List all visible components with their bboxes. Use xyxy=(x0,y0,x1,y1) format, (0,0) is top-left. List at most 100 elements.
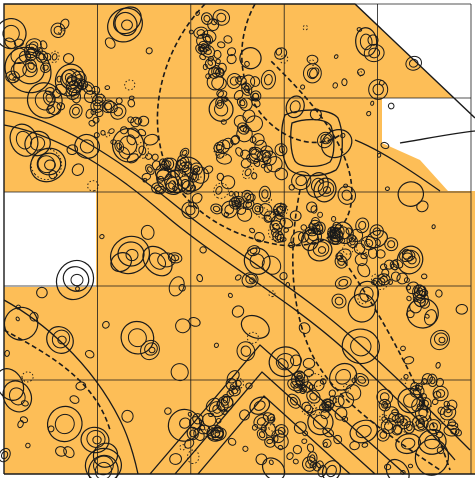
pit-outline xyxy=(93,132,100,139)
pit-outline xyxy=(188,317,201,327)
pit-outline xyxy=(246,193,256,203)
pit-outline xyxy=(277,358,289,370)
pit-outline xyxy=(406,295,412,302)
pit-outline xyxy=(400,345,406,352)
pit-outline xyxy=(288,184,295,191)
pit-outline xyxy=(263,162,273,173)
pit-outline xyxy=(348,237,356,246)
pit-outline xyxy=(250,90,262,102)
pit-outline xyxy=(364,238,374,248)
pit-outline xyxy=(236,97,248,109)
pit-outline xyxy=(370,279,378,286)
pit-outline xyxy=(169,453,182,465)
pit-outline xyxy=(217,62,227,74)
pit-outline xyxy=(63,53,75,64)
pit-outline xyxy=(74,133,100,159)
pit-outline xyxy=(391,409,399,416)
pit-outline xyxy=(145,153,153,160)
pit-outline xyxy=(443,424,460,437)
shallow-pit-outline xyxy=(181,170,187,177)
pit-outline xyxy=(226,54,237,65)
pit-outline xyxy=(226,73,242,89)
pit-outline xyxy=(317,181,335,197)
pit-outline xyxy=(251,424,259,431)
pit-outline xyxy=(118,146,131,160)
excavation-boundary xyxy=(3,3,475,474)
pit-outline xyxy=(324,137,330,143)
pit-outline xyxy=(317,211,324,218)
pit-outline xyxy=(376,388,394,406)
pit-outline xyxy=(161,161,168,169)
pit-outline xyxy=(312,414,328,430)
pit-outline xyxy=(226,370,240,384)
pit-outline xyxy=(99,234,105,240)
pit-outline xyxy=(113,107,123,117)
pit-outline xyxy=(349,419,378,444)
pit-outline xyxy=(248,146,258,155)
pit-outline xyxy=(90,108,96,116)
pit-outline xyxy=(261,189,269,199)
pit-outline xyxy=(260,69,276,90)
pit-outline xyxy=(228,190,234,197)
pit-outline xyxy=(4,37,17,49)
pit-outline xyxy=(363,43,385,63)
pit-outline xyxy=(411,414,429,432)
pit-outline xyxy=(277,426,286,435)
pit-outline xyxy=(164,407,172,415)
pit-outline xyxy=(379,392,390,402)
shallow-pit-outline xyxy=(358,70,363,77)
pit-outline xyxy=(59,18,70,30)
pit-outline xyxy=(227,437,237,446)
pit-outline xyxy=(83,90,97,104)
pit-outline xyxy=(400,437,416,450)
pit-outline xyxy=(432,385,449,402)
pit-outline xyxy=(312,222,321,232)
shallow-pit-outline xyxy=(87,180,99,192)
pit-outline xyxy=(274,233,282,241)
pit-outline xyxy=(361,442,369,448)
shallow-pit-outline xyxy=(49,50,60,64)
pit-outline xyxy=(234,274,242,281)
unexcavated-left-pocket xyxy=(4,192,96,287)
pit-outline xyxy=(197,46,205,53)
pit-outline xyxy=(320,129,353,159)
pit-outline xyxy=(334,254,348,269)
pit-outline xyxy=(360,252,368,260)
pit-outline xyxy=(30,136,46,151)
pit-outline xyxy=(337,392,355,409)
pit-outline xyxy=(313,379,325,392)
pit-outline xyxy=(301,401,312,413)
pit-outline xyxy=(359,33,373,51)
pit-outline xyxy=(240,314,270,339)
pit-outline xyxy=(91,93,106,107)
pit-outline xyxy=(195,10,200,16)
pit-outline xyxy=(355,27,378,57)
pit-outline xyxy=(424,434,441,450)
pit-outline xyxy=(210,203,223,215)
pit-outline xyxy=(216,12,227,23)
pit-outline xyxy=(347,293,377,323)
pit-outline xyxy=(79,139,95,154)
shallow-pit-outline xyxy=(311,407,321,416)
pit-outline xyxy=(42,90,56,106)
pit-outline xyxy=(213,141,225,154)
pit-outline xyxy=(254,139,267,153)
pit-outline xyxy=(51,329,71,349)
pit-outline xyxy=(216,399,229,412)
pit-outline xyxy=(168,276,185,297)
pit-outline xyxy=(372,277,383,287)
unexcavated-right-gap xyxy=(382,98,475,191)
shallow-pit-outline xyxy=(419,381,425,387)
shallow-pit-outline xyxy=(357,292,369,305)
pit-outline xyxy=(230,135,240,145)
pit-outline xyxy=(323,401,332,409)
pit-outline xyxy=(271,228,280,238)
pit-outline xyxy=(184,438,195,449)
pit-outline xyxy=(93,102,102,111)
shallow-pit-outline xyxy=(124,79,136,91)
pit-outline xyxy=(60,68,82,90)
pit-outline xyxy=(71,106,80,116)
pit-outline xyxy=(13,53,45,85)
pit-outline xyxy=(403,356,415,365)
pit-outline xyxy=(330,229,339,239)
